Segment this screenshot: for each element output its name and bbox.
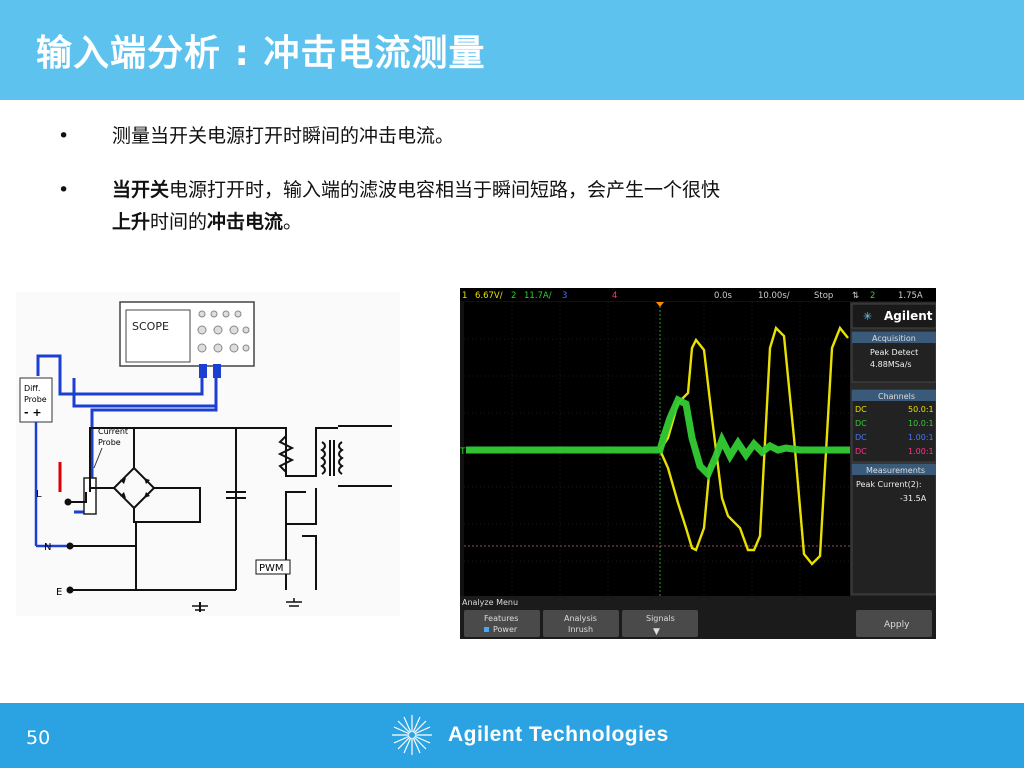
diff-probe-polarity: - + — [24, 406, 42, 419]
bullet-text: 时间的 — [150, 211, 208, 233]
channels-header: Channels — [878, 392, 915, 401]
waveform-area: T — [460, 302, 850, 596]
bullet-dot: • — [58, 179, 70, 201]
agilent-spark-icon — [392, 715, 432, 755]
svg-text:Apply: Apply — [884, 620, 910, 630]
channel-ratio: 10.0:1 — [908, 419, 934, 428]
current-probe-label-2: Probe — [98, 438, 121, 447]
bullet-item: • 测量当开关电源打开时瞬间的冲击电流。 — [58, 120, 958, 152]
bullet-dot: • — [58, 125, 70, 147]
trigger-icon: ⇅ — [852, 291, 859, 301]
channel-coupling: DC — [855, 433, 867, 442]
acquisition-rate: 4.88MSa/s — [870, 360, 912, 369]
scope-label: SCOPE — [132, 320, 169, 333]
trigger-level: 1.75A — [898, 291, 923, 301]
svg-text:Inrush: Inrush — [568, 625, 593, 634]
bullet-text: 。 — [283, 211, 303, 233]
channel-ratio: 1.00:1 — [908, 447, 934, 456]
svg-text:Power: Power — [493, 625, 518, 634]
bullet-list: • 测量当开关电源打开时瞬间的冲击电流。 • 当开关电源打开时，输入端的滤波电容… — [58, 120, 958, 260]
trigger-channel: 2 — [870, 291, 875, 301]
agilent-spark-icon: ✳ — [863, 310, 872, 323]
scope-illustration: SCOPE — [119, 301, 255, 367]
current-probe-label: Current — [98, 427, 128, 436]
time-scale: 10.00s/ — [758, 291, 790, 301]
acquisition-mode: Peak Detect — [870, 348, 918, 357]
measurements-header: Measurements — [866, 466, 925, 475]
diff-probe-label: Diff. — [24, 384, 40, 393]
bullet-text: 电源打开时，输入端的滤波电容相当于瞬间短路，会产生一个很快 — [169, 179, 721, 201]
panel-brand: Agilent — [884, 309, 933, 323]
node-l: L — [36, 489, 42, 500]
slide-title: 输入端分析 : 冲击电流测量 — [36, 33, 486, 74]
run-state: Stop — [814, 291, 833, 301]
channel-ratio: 50.0:1 — [908, 405, 934, 414]
ch1-label: 1 — [462, 291, 467, 301]
measurement-value: -31.5A — [900, 494, 927, 503]
ch4-label: 4 — [612, 291, 617, 301]
page-number: 50 — [26, 727, 51, 749]
test-circuit-diagram: SCOPE Diff. Probe - + Current Probe L N … — [16, 292, 400, 616]
ch3-label: 3 — [562, 291, 567, 301]
softkey-features[interactable]: Features Power — [464, 610, 540, 637]
footer-bar: 50 Agilent Technologies — [0, 703, 1024, 768]
channel-coupling: DC — [855, 405, 867, 414]
diff-probe-label-2: Probe — [24, 395, 47, 404]
softkey-signals[interactable]: Signals ▼ — [622, 610, 698, 637]
apply-button[interactable]: Apply — [856, 610, 932, 637]
oscilloscope-screen: 1 6.67V/ 2 11.7A/ 3 4 0.0s 10.00s/ Stop … — [460, 288, 936, 639]
svg-text:Features: Features — [484, 614, 518, 623]
node-n: N — [44, 542, 51, 553]
channel-coupling: DC — [855, 447, 867, 456]
footer-brand: Agilent Technologies — [448, 723, 669, 746]
bullet-text: 测量当开关电源打开时瞬间的冲击电流。 — [112, 125, 455, 147]
channel-ratio: 1.00:1 — [908, 433, 934, 442]
measurement-label: Peak Current(2): — [856, 480, 922, 489]
chevron-down-icon: ▼ — [653, 627, 660, 637]
ch2-scale: 11.7A/ — [524, 291, 552, 301]
acquisition-header: Acquisition — [872, 334, 916, 343]
node-e: E — [56, 587, 62, 598]
channel-coupling: DC — [855, 419, 867, 428]
bold-phrase: 冲击电流 — [207, 211, 284, 233]
title-bar: 输入端分析 : 冲击电流测量 — [0, 0, 1024, 100]
bold-phrase: 上升 — [112, 211, 151, 233]
softkey-analysis[interactable]: Analysis Inrush — [543, 610, 619, 637]
bold-phrase: 当开关 — [112, 179, 170, 201]
menu-title: Analyze Menu — [462, 598, 518, 607]
time-offset: 0.0s — [714, 291, 733, 301]
pwm-label: PWM — [259, 563, 284, 574]
svg-text:T: T — [460, 447, 466, 457]
ch1-scale: 6.67V/ — [475, 291, 503, 301]
svg-text:Signals: Signals — [646, 614, 675, 623]
svg-text:Analysis: Analysis — [564, 614, 597, 623]
bullet-item: • 当开关电源打开时，输入端的滤波电容相当于瞬间短路，会产生一个很快上升时间的冲… — [58, 174, 958, 238]
ch2-label: 2 — [511, 291, 516, 301]
